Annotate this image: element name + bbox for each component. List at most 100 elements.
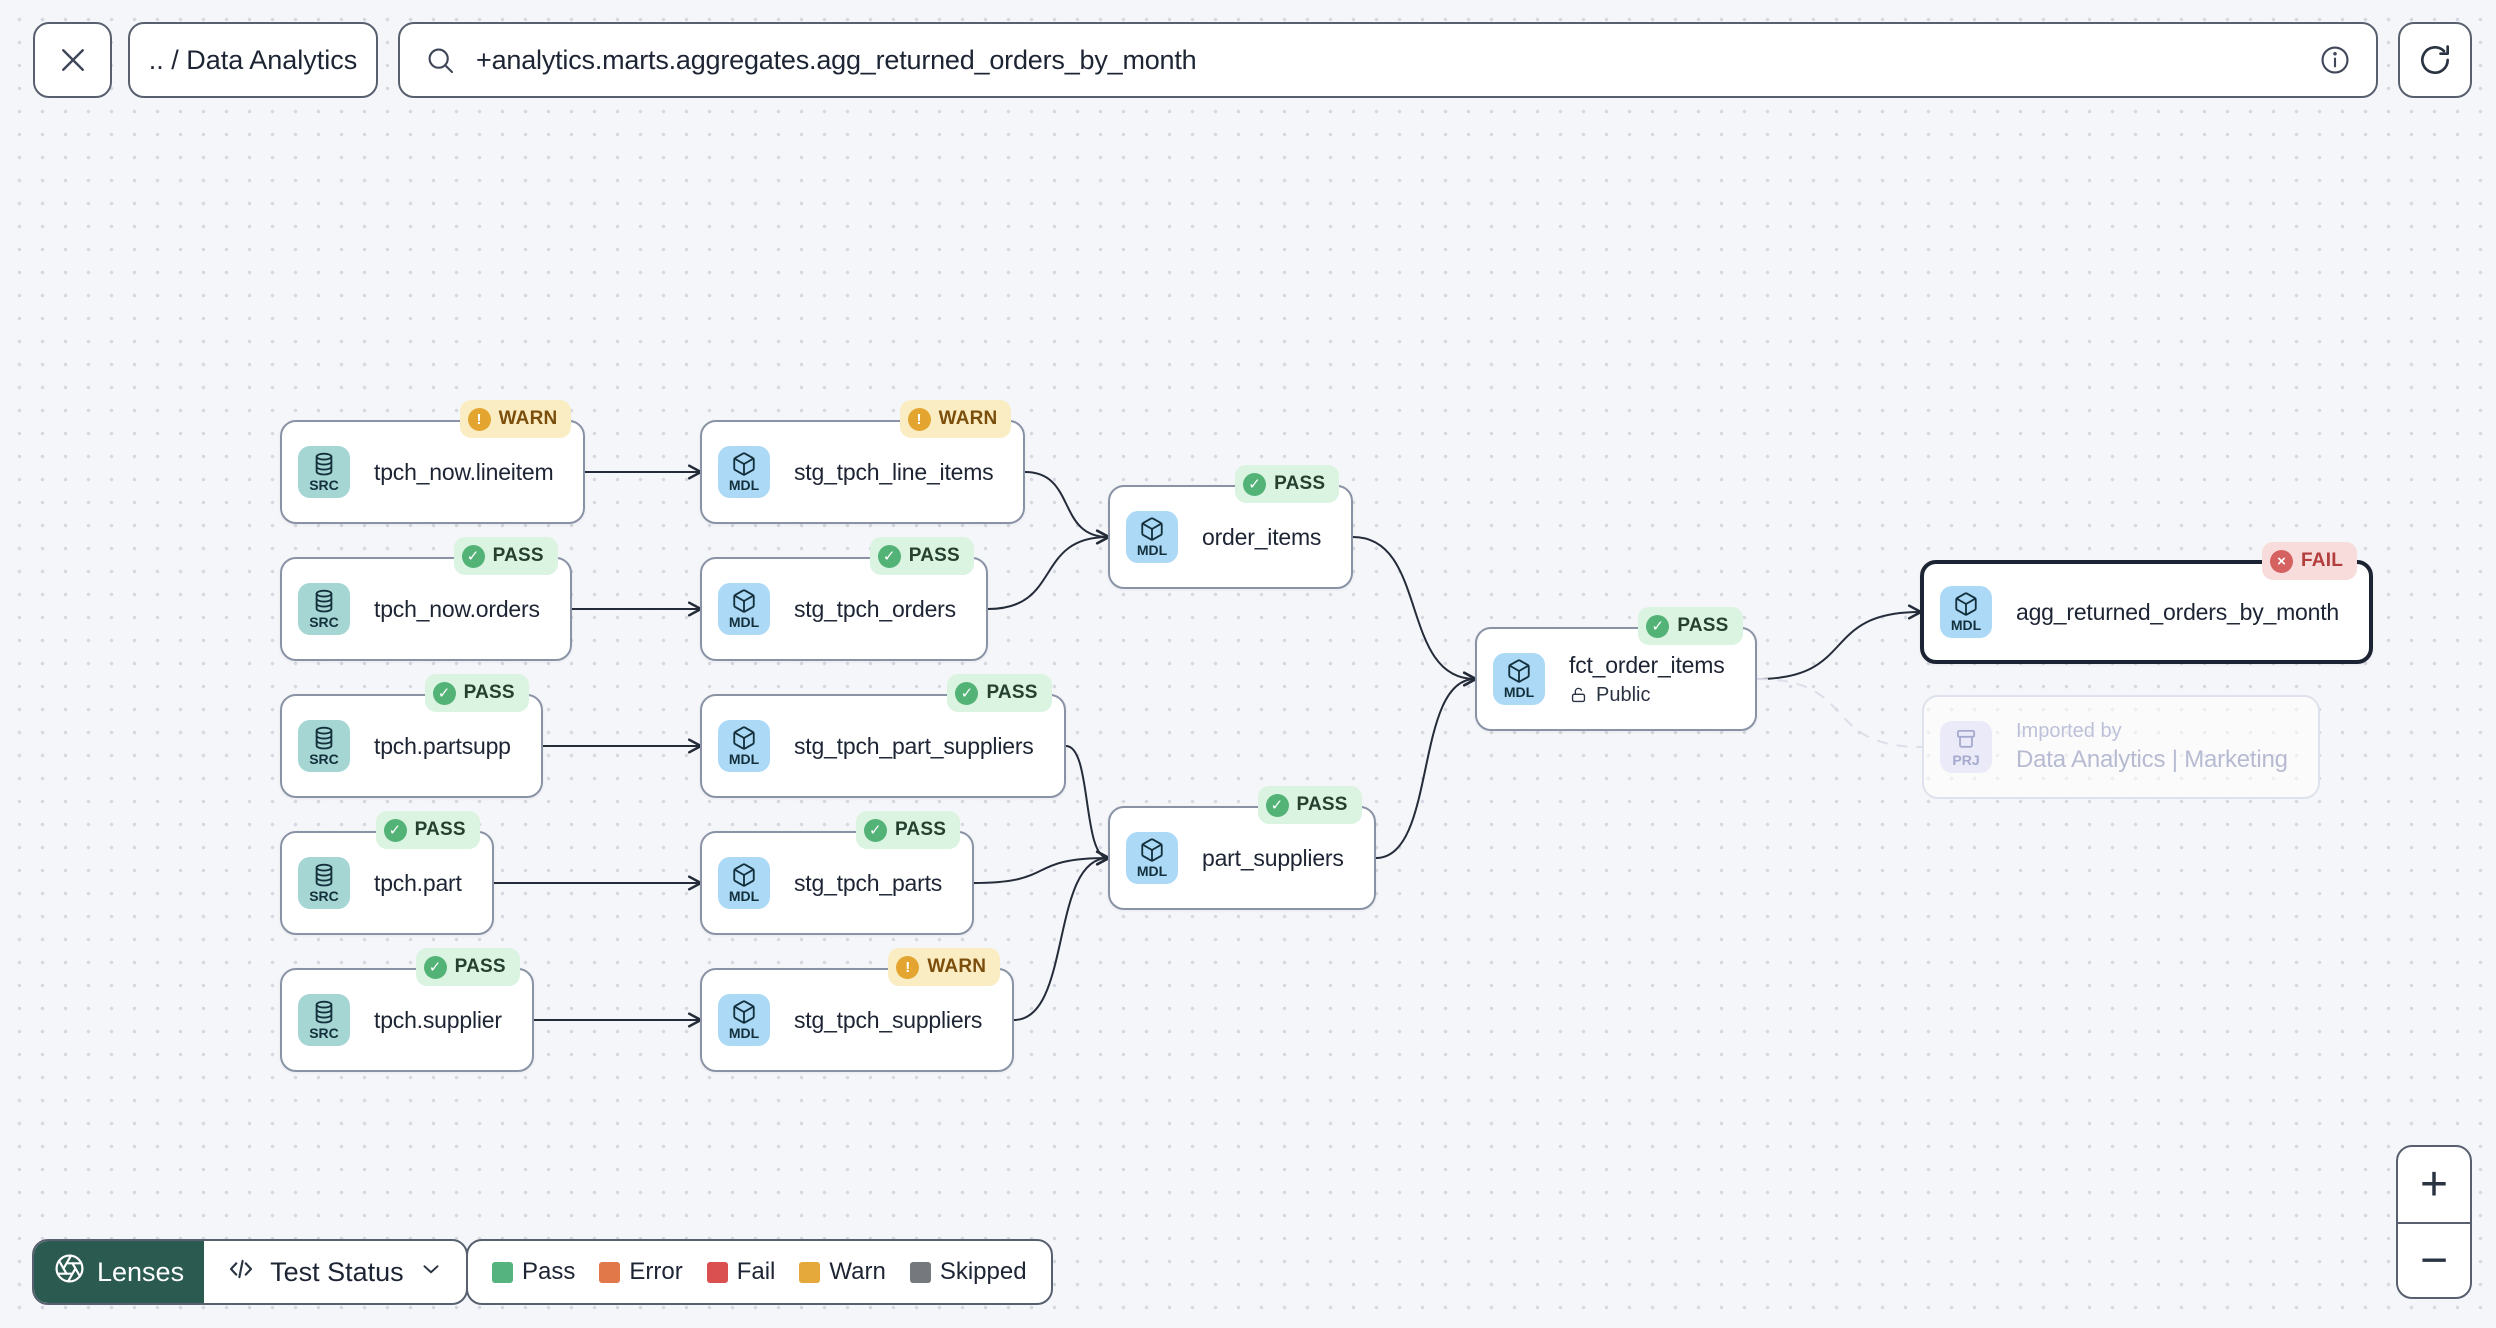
- status-pass-icon: ✓: [423, 955, 447, 979]
- src-type-chip: SRC: [298, 720, 350, 772]
- edge-part_suppliers-to-fct_order_items: [1375, 671, 1478, 859]
- info-icon[interactable]: [2318, 43, 2352, 77]
- legend-item-warn: Warn: [799, 1258, 886, 1286]
- node-texts: tpch.supplier: [374, 1007, 502, 1034]
- chip-kind-label: MDL: [728, 1024, 760, 1041]
- node-title: stg_tpch_line_items: [794, 458, 994, 485]
- node-texts: stg_tpch_suppliers: [794, 1007, 982, 1034]
- status-warn-icon: !: [907, 407, 931, 431]
- lenses-label: Lenses: [97, 1256, 185, 1287]
- mdl-type-chip: MDL: [1126, 832, 1178, 884]
- mdl-type-chip: MDL: [1126, 511, 1178, 563]
- status-badge-label: WARN: [498, 408, 558, 429]
- node-title: tpch_now.orders: [374, 595, 540, 622]
- status-badge-label: PASS: [986, 682, 1038, 703]
- src-type-chip: SRC: [298, 446, 350, 498]
- node-stg_tpch_orders[interactable]: MDL stg_tpch_orders ✓PASS: [700, 537, 988, 661]
- cube-icon: [1953, 591, 1979, 617]
- node-texts: stg_tpch_part_suppliers: [794, 733, 1034, 760]
- node-part_suppliers[interactable]: MDL part_suppliers ✓PASS: [1108, 786, 1376, 910]
- mdl-type-chip: MDL: [718, 583, 770, 635]
- status-badge-pass: ✓PASS: [869, 537, 974, 575]
- status-badge-label: PASS: [463, 682, 515, 703]
- chip-kind-label: MDL: [1503, 683, 1535, 700]
- zoom-in-button[interactable]: +: [2398, 1147, 2470, 1222]
- legend-swatch-error: [599, 1261, 621, 1283]
- status-badge-label: PASS: [1677, 615, 1729, 636]
- node-texts: stg_tpch_parts: [794, 870, 942, 897]
- src-type-chip: SRC: [298, 583, 350, 635]
- lock-open-icon: [1569, 686, 1588, 705]
- status-badge-label: PASS: [894, 819, 947, 840]
- node-stg_tpch_parts[interactable]: MDL stg_tpch_parts ✓ PASS: [700, 811, 975, 935]
- search-bar[interactable]: [398, 22, 2378, 98]
- edge-fct_order_items-to-imported_by: [1756, 678, 1923, 748]
- node-title: tpch.part: [374, 869, 462, 896]
- node-tpch_partsupp[interactable]: SRC tpch.partsupp ✓PASS: [280, 674, 543, 798]
- code-icon: [226, 1254, 256, 1291]
- cube-icon: [731, 862, 757, 888]
- lenses-button[interactable]: Lenses: [34, 1241, 205, 1303]
- node-title: stg_tpch_orders: [794, 595, 956, 622]
- prj-type-chip: PRJ: [1940, 721, 1992, 773]
- edge-stg_tpch_orders-to-order_items: [987, 529, 1111, 610]
- status-badge-pass: ✓PASS: [1257, 786, 1362, 824]
- chevron-down-icon: [418, 1256, 444, 1289]
- aperture-icon: [54, 1253, 85, 1291]
- node-texts: agg_returned_orders_by_month: [2016, 599, 2339, 626]
- node-texts: tpch.partsupp: [374, 733, 511, 760]
- plus-icon: +: [2419, 1157, 2449, 1211]
- node-texts: tpch_now.lineitem: [374, 459, 554, 486]
- archive-icon: [1953, 726, 1979, 752]
- database-icon: [311, 725, 337, 751]
- chip-kind-label: SRC: [309, 750, 339, 767]
- node-visibility: Public: [1569, 684, 1725, 707]
- chip-kind-label: PRJ: [1952, 751, 1980, 768]
- search-input[interactable]: [474, 43, 2300, 77]
- status-pass-icon: ✓: [863, 818, 887, 842]
- minus-icon: −: [2419, 1233, 2449, 1287]
- edge-order_items-to-fct_order_items: [1352, 536, 1478, 687]
- status-badge-warn: !WARN: [899, 400, 1012, 438]
- breadcrumb-label: .. / Data Analytics: [148, 44, 358, 75]
- node-tpch_now_lineitem[interactable]: SRC tpch_now.lineitem !WARN: [280, 400, 586, 524]
- legend-swatch-pass: [492, 1261, 513, 1283]
- node-title: agg_returned_orders_by_month: [2016, 598, 2340, 625]
- lens-selector[interactable]: Test Status: [204, 1241, 466, 1303]
- node-title: stg_tpch_suppliers: [794, 1006, 983, 1033]
- close-button[interactable]: [33, 22, 112, 98]
- node-texts: order_items: [1202, 524, 1321, 551]
- status-badge-pass: ✓PASS: [375, 811, 480, 849]
- status-pass-icon: ✓: [461, 544, 485, 568]
- node-stg_tpch_line_items[interactable]: MDL stg_tpch_line_items !WARN: [700, 400, 1026, 524]
- legend-label: Pass: [522, 1258, 576, 1285]
- refresh-button[interactable]: [2398, 22, 2472, 98]
- edge-stg_tpch_suppliers-to-part_suppliers: [1013, 850, 1111, 1021]
- close-icon: [55, 42, 91, 78]
- chip-kind-label: MDL: [728, 476, 760, 493]
- status-badge-pass: ✓PASS: [424, 674, 529, 712]
- mdl-type-chip: MDL: [1940, 586, 1992, 638]
- node-texts: part_suppliers: [1202, 845, 1344, 872]
- breadcrumb[interactable]: .. / Data Analytics: [128, 22, 378, 98]
- chip-kind-label: MDL: [1950, 616, 1982, 633]
- chip-kind-label: MDL: [1136, 541, 1168, 558]
- chip-kind-label: MDL: [728, 887, 760, 904]
- mdl-type-chip: MDL: [718, 446, 770, 498]
- mdl-type-chip: MDL: [718, 720, 770, 772]
- status-badge-warn: !WARN: [459, 400, 572, 438]
- zoom-out-button[interactable]: −: [2398, 1222, 2470, 1297]
- mdl-type-chip: MDL: [1493, 653, 1545, 705]
